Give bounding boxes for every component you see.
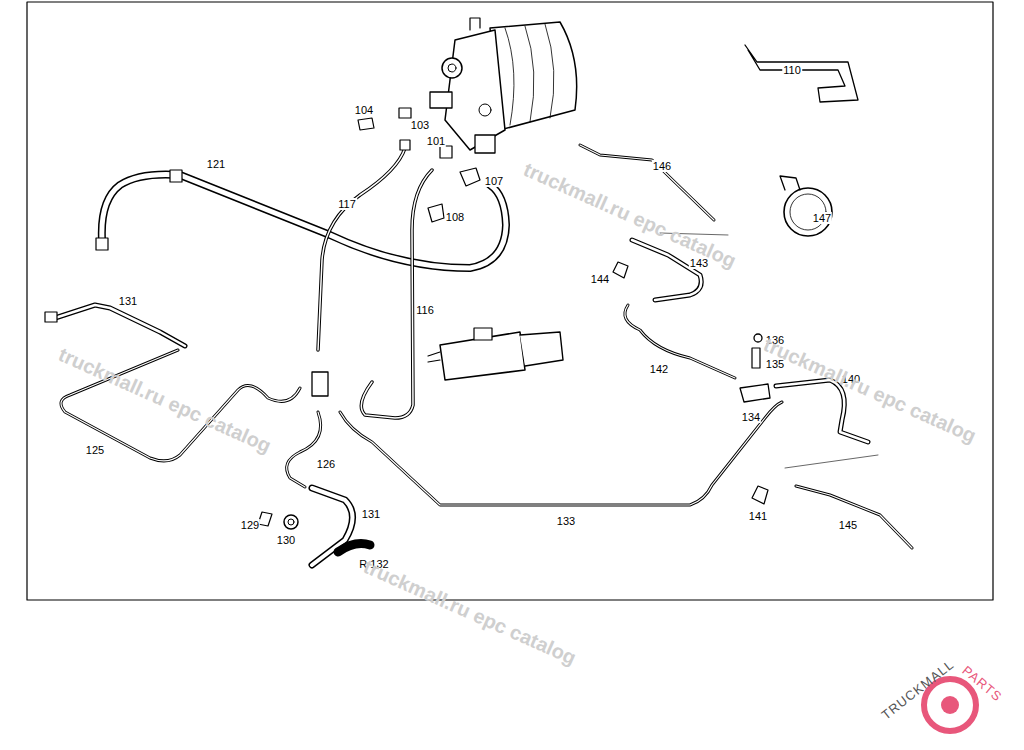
logo-text: TRUCKMALL bbox=[879, 657, 957, 722]
callout-number: 101 bbox=[426, 135, 446, 147]
callout-number: 125 bbox=[85, 444, 105, 456]
callout-number: 130 bbox=[276, 534, 296, 546]
callout-number: 116 bbox=[415, 304, 435, 316]
callout-number: 117 bbox=[337, 198, 357, 210]
watermark: truckmall.ru epc catalog bbox=[760, 333, 979, 447]
callout-number: 129 bbox=[240, 519, 260, 531]
callout-number: 133 bbox=[556, 515, 576, 527]
callout-number: 104 bbox=[354, 104, 374, 116]
callout-number: 107 bbox=[484, 175, 504, 187]
callout-number: 147 bbox=[812, 212, 832, 224]
callout-number: 142 bbox=[649, 363, 669, 375]
callout-number: 131 bbox=[118, 295, 138, 307]
callout-number: 126 bbox=[316, 458, 336, 470]
callout-number: 134 bbox=[741, 411, 761, 423]
callout-number: 145 bbox=[838, 519, 858, 531]
callout-number: 131 bbox=[361, 508, 381, 520]
watermark: truckmall.ru epc catalog bbox=[55, 343, 274, 457]
watermark: truckmall.ru epc catalog bbox=[360, 555, 579, 669]
callout-number: 108 bbox=[445, 211, 465, 223]
callout-number: 144 bbox=[590, 273, 610, 285]
callout-number: 146 bbox=[652, 160, 672, 172]
callout-number: 110 bbox=[782, 64, 802, 76]
callout-number: 103 bbox=[410, 119, 430, 131]
callout-number: 141 bbox=[748, 510, 768, 522]
callout-number: 121 bbox=[206, 158, 226, 170]
